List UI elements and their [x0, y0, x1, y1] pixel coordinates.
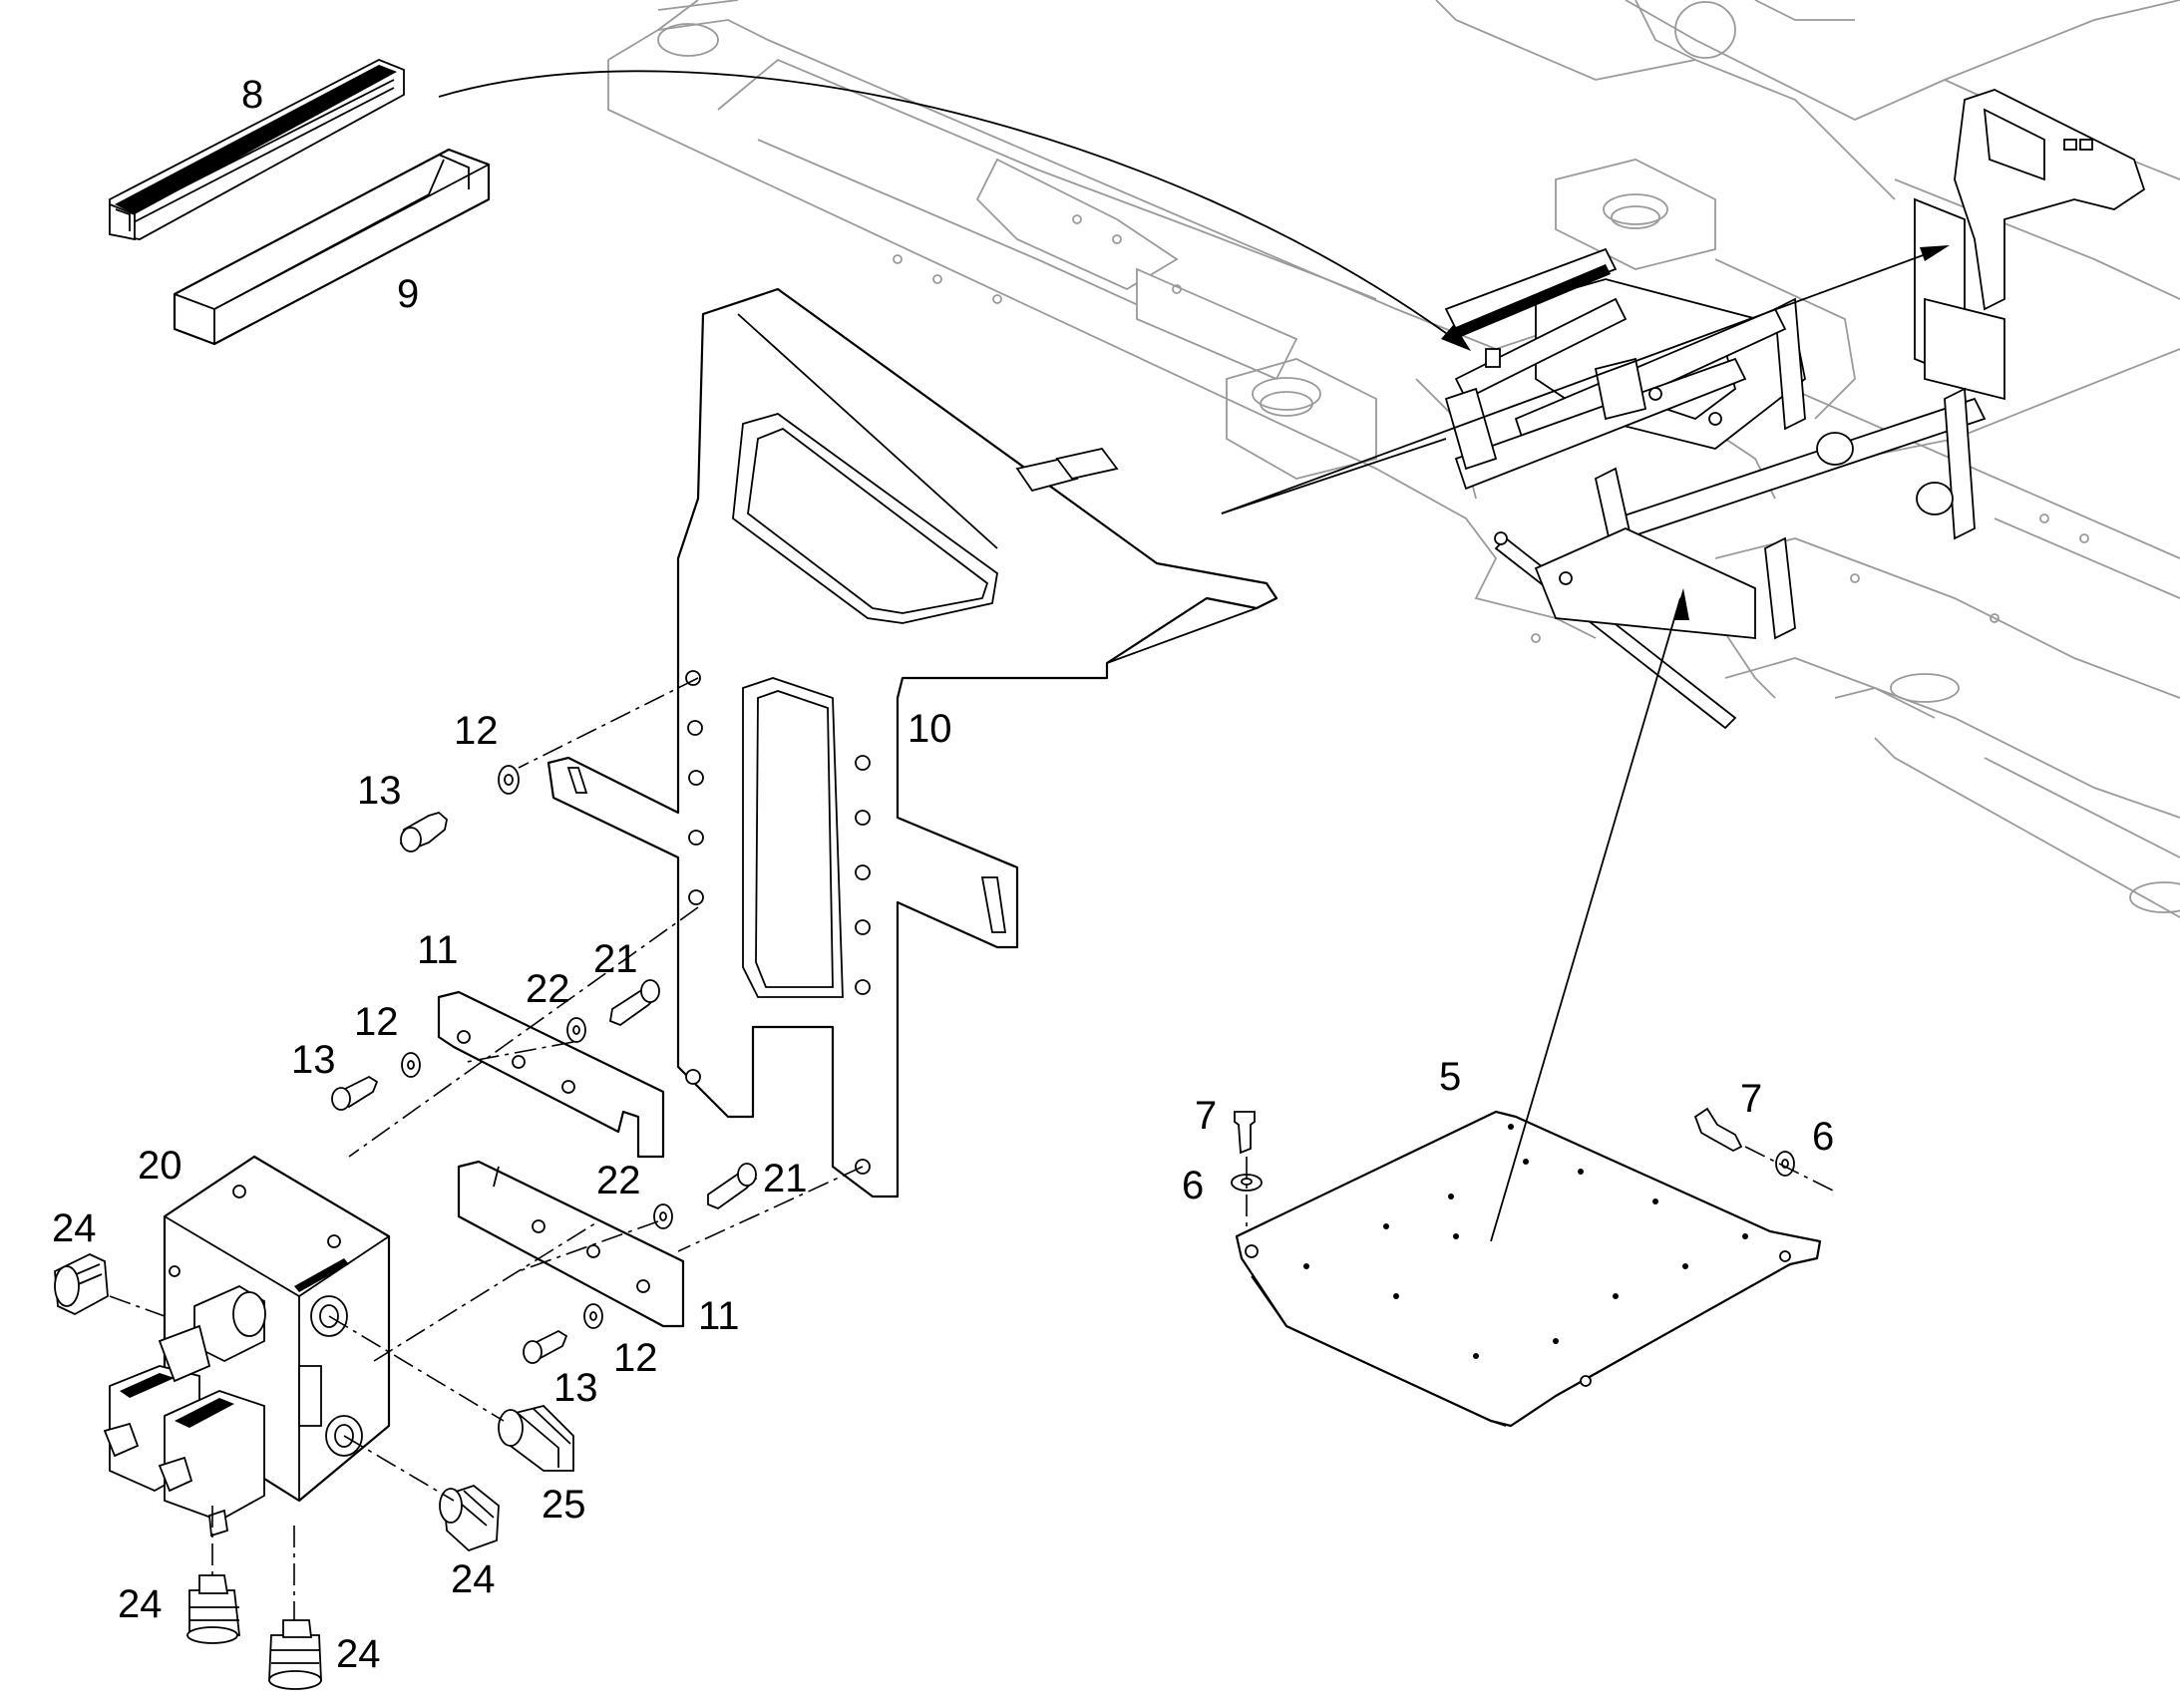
- installed-mount-assembly: [1444, 89, 2146, 730]
- callout-21-bottom: 21: [763, 1157, 808, 1200]
- part-21-screw-lower: [707, 1163, 758, 1210]
- part-24-fitting-bottom-left: [186, 1574, 241, 1644]
- part-22-washer-lower: [653, 1203, 673, 1229]
- callout-20: 20: [138, 1144, 182, 1188]
- part-9-channel-profile: [173, 148, 491, 346]
- callout-10: 10: [908, 707, 952, 751]
- part-24-fitting-bottom-right: [268, 1619, 322, 1690]
- callout-24-left: 24: [52, 1206, 97, 1250]
- callout-24-bottom-left: 24: [118, 1582, 163, 1626]
- callout-22-bottom: 22: [596, 1159, 641, 1202]
- callout-22-top: 22: [526, 967, 570, 1011]
- callout-11-top: 11: [417, 928, 459, 972]
- part-8-edge-profile: [109, 59, 405, 241]
- callout-11-bottom: 11: [698, 1294, 740, 1338]
- callout-13-bottom: 13: [553, 1366, 598, 1410]
- part-21-screw-upper: [608, 979, 660, 1027]
- part-11-strip-lower: [457, 1160, 685, 1328]
- part-6-washer-right: [1775, 1151, 1795, 1177]
- part-24-fitting-left: [54, 1253, 109, 1316]
- part-22-washer-upper: [566, 1017, 586, 1043]
- callout-8: 8: [241, 73, 263, 117]
- callout-24-bottom-right: 24: [336, 1632, 381, 1676]
- callout-6-left: 6: [1182, 1164, 1204, 1207]
- callout-9: 9: [397, 272, 419, 316]
- part-12-washer-bottom: [583, 1303, 603, 1329]
- callout-13-top: 13: [357, 769, 402, 813]
- part-24-fitting-right: [439, 1484, 500, 1552]
- part-7-bolt-right: [1693, 1107, 1743, 1153]
- callout-6-right: 6: [1812, 1115, 1834, 1159]
- callout-12-bottom: 12: [613, 1336, 658, 1380]
- callout-7-right: 7: [1740, 1077, 1762, 1121]
- callout-labels: 5 7 6 7 6 8 9 10 12 13 11 21 22 12 13 20…: [52, 73, 1834, 1676]
- callout-12-top: 12: [454, 709, 499, 753]
- part-11-strip-upper: [437, 990, 665, 1159]
- part-7-bolt-left: [1234, 1111, 1256, 1155]
- callout-24-right: 24: [451, 1557, 496, 1601]
- callout-25: 25: [542, 1483, 586, 1527]
- part-10-bracket: [546, 287, 1278, 1198]
- callout-13-mid: 13: [291, 1038, 336, 1082]
- part-20-valve-block: [103, 1155, 391, 1537]
- part-13-screw-top: [399, 811, 448, 853]
- callout-7-left: 7: [1195, 1094, 1217, 1138]
- callout-12-mid: 12: [354, 1000, 399, 1044]
- part-12-washer-top: [498, 765, 520, 795]
- part-13-screw-bottom: [523, 1329, 568, 1364]
- callout-21-top: 21: [593, 937, 638, 981]
- part-13-screw-mid: [331, 1075, 379, 1111]
- part-5-plate: [1235, 1110, 1822, 1428]
- part-12-washer-mid: [401, 1052, 421, 1078]
- callout-5: 5: [1439, 1055, 1461, 1099]
- assembly-leader-lines: [109, 70, 1950, 1620]
- part-25-adapter: [498, 1405, 574, 1472]
